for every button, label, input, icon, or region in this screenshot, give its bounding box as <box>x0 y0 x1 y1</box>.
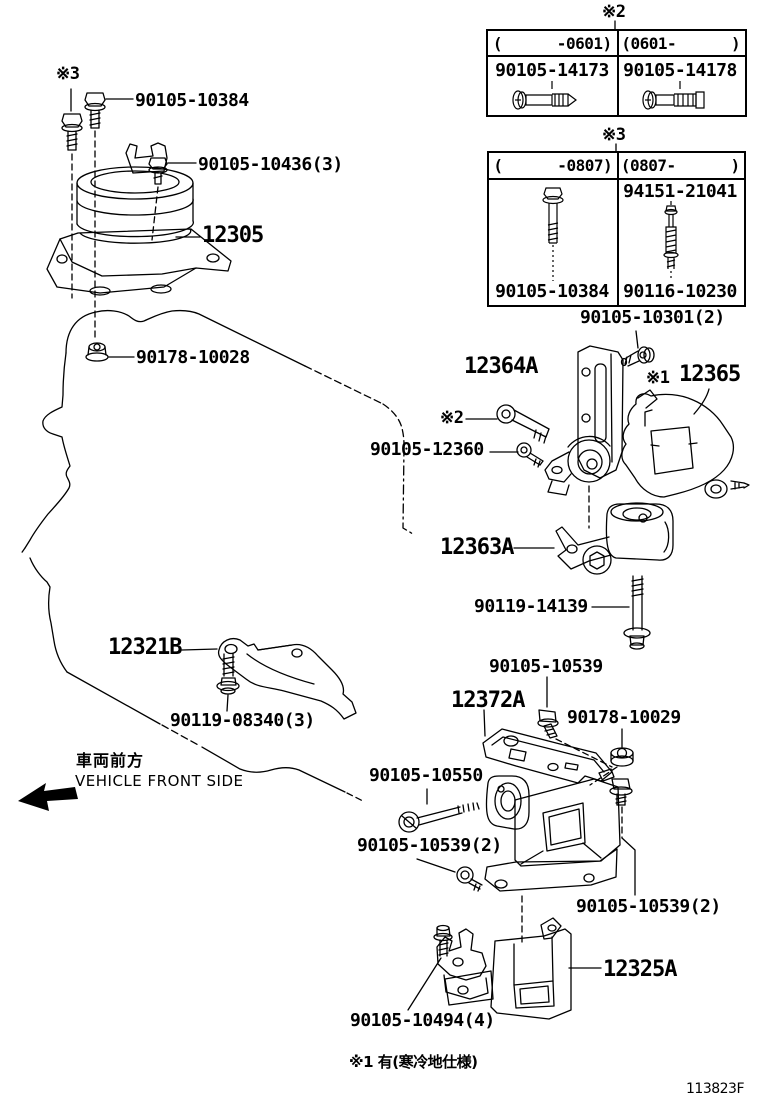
table2-part-right: 90105-14178 <box>623 60 737 81</box>
bolt-08340-glyph <box>216 653 240 695</box>
table3-part-left: 90105-10384 <box>495 281 609 302</box>
stud-10230-glyph <box>663 201 679 281</box>
nut-10028-glyph <box>85 342 109 362</box>
part-12325a-drawing <box>436 917 572 1020</box>
table2-range-left: ( -0601) <box>492 33 612 53</box>
table2-header-row: ( -0601) (0601- ) <box>488 31 745 57</box>
bolt-10494-glyph <box>433 924 453 957</box>
table3-divider <box>616 153 619 305</box>
label-90105-10384: 90105-10384 <box>135 90 249 111</box>
bolt-10384-glyph <box>84 92 106 129</box>
leader-08340 <box>226 694 229 712</box>
table3-part-right-bottom: 90116-10230 <box>623 281 737 302</box>
bolt-10301-glyph <box>620 346 655 367</box>
table2-range-right: (0601- ) <box>621 33 741 53</box>
table3-part-right-top: 94151-21041 <box>623 181 737 202</box>
label-90105-10550: 90105-10550 <box>369 765 483 786</box>
leader-10539b <box>621 837 636 896</box>
label-12325a: 12325A <box>603 957 677 982</box>
part-12372a-drawing <box>482 728 621 892</box>
table3-marker: ※3 <box>602 125 626 145</box>
drawing-code: 113823F <box>686 1081 745 1097</box>
label-12321b: 12321B <box>108 635 182 660</box>
bolt-10539a-glyph <box>456 866 483 892</box>
applicability-table-prod-0601: ( -0601) (0601- ) 90105-14173 90105-1417… <box>486 29 747 117</box>
label-12363a: 12363A <box>440 535 514 560</box>
bolt-12360-glyph <box>516 442 544 468</box>
table2-marker: ※2 <box>602 2 626 22</box>
bolt-10539-glyph <box>537 709 559 739</box>
label-90105-10436: 90105-10436(3) <box>198 154 343 175</box>
engine-outline <box>19 309 414 802</box>
bolt-10436-glyph <box>148 157 168 185</box>
front-direction-arrow <box>18 783 78 811</box>
part-12365-drawing <box>621 389 750 499</box>
label-90178-10028: 90178-10028 <box>136 347 250 368</box>
bolt-14178-glyph <box>642 81 705 110</box>
bolt-ref3-glyph <box>61 113 83 151</box>
applicability-table-prod-0807: ( -0807) (0807- ) 90105-10384 94151-2104… <box>487 151 746 307</box>
label-90105-10494: 90105-10494(4) <box>350 1010 495 1031</box>
bolt-10550-glyph <box>398 802 480 833</box>
label-12305: 12305 <box>202 223 264 248</box>
leader-12365 <box>693 388 710 415</box>
bolt-10384-table-glyph <box>542 187 564 281</box>
bolt-ref2-glyph <box>496 404 550 444</box>
dash-10029 <box>589 766 618 786</box>
table2-part-left: 90105-14173 <box>495 60 609 81</box>
label-12365: 12365 <box>679 362 741 387</box>
vehicle-front-label-en: VEHICLE FRONT SIDE <box>75 772 244 790</box>
part-12363a-drawing <box>555 502 674 575</box>
vehicle-front-label-jp: 車両前方 <box>76 751 145 770</box>
bolt-14139-glyph <box>623 575 651 650</box>
part-12305-drawing <box>46 142 232 296</box>
label-90119-08340: 90119-08340(3) <box>170 710 315 731</box>
label-90105-10539-2b: 90105-10539(2) <box>576 896 721 917</box>
label-90105-10539: 90105-10539 <box>489 656 603 677</box>
part-12321b-drawing <box>217 637 357 720</box>
bracket-bushing-drawing <box>544 435 611 496</box>
label-90105-10301: 90105-10301(2) <box>580 307 725 328</box>
label-12364a: 12364A <box>464 354 538 379</box>
bolt-14173-glyph <box>512 81 577 110</box>
label-90105-12360: 90105-12360 <box>370 439 484 460</box>
table3-range-left: ( -0807) <box>493 156 613 175</box>
leader-10301 <box>635 330 639 349</box>
part-12364a-drawing <box>577 345 624 479</box>
table3-range-right: (0807- ) <box>620 156 740 175</box>
label-90119-14139: 90119-14139 <box>474 596 588 617</box>
label-90105-10539-2a: 90105-10539(2) <box>357 835 502 856</box>
label-ref3: ※3 <box>56 64 80 84</box>
leader-12372a <box>483 709 486 737</box>
table2-divider <box>616 31 619 115</box>
label-ref2: ※2 <box>440 408 464 428</box>
label-90178-10029: 90178-10029 <box>567 707 681 728</box>
label-ref1: ※1 <box>646 368 670 388</box>
dash-10539 <box>555 738 613 768</box>
table3-header-row: ( -0807) (0807- ) <box>489 153 744 180</box>
leader-10539a <box>416 858 456 873</box>
nut-10029-glyph <box>610 747 634 767</box>
leader-10494 <box>407 957 442 1011</box>
label-12372a: 12372A <box>451 688 525 713</box>
dash-10436-bolt <box>151 186 159 241</box>
bolt-10539b-glyph <box>609 778 633 806</box>
footnote-ref1: ※1 有(寒冷地仕様) <box>349 1053 478 1071</box>
leader-12321b <box>181 648 218 651</box>
